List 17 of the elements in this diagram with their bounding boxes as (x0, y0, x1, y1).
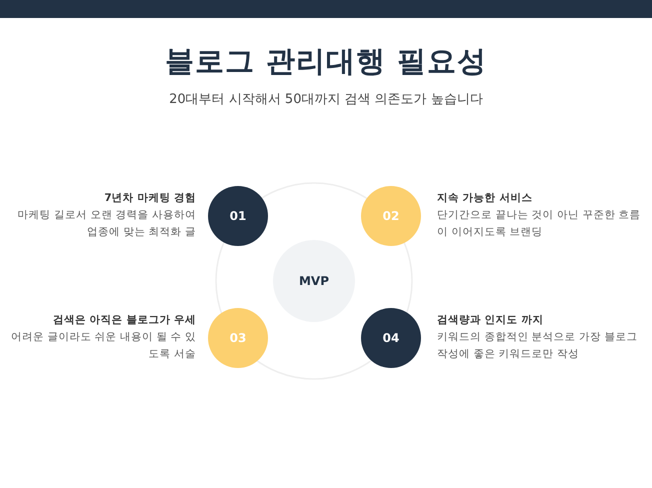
item-description: 어려운 글이라도 쉬운 내용이 될 수 있도록 서술 (10, 330, 196, 362)
step-circle (208, 308, 268, 368)
circle-label: 01 (230, 209, 246, 223)
subtitle: 20대부터 시작해서 50대까지 검색 의존도가 높습니다 (168, 91, 484, 108)
item-description: 마케팅 길로서 오랜 경력을 사용하여 업종에 맞는 최적화 글 (16, 208, 196, 240)
item-heading: 7년차 마케팅 경험 (103, 191, 196, 206)
step-circle (361, 308, 421, 368)
title: 블로그 관리대행 필요성 (164, 43, 488, 80)
item-description: 단기간으로 끝나는 것이 아닌 꾸준한 흐름이 이어지도록 브랜딩 (437, 208, 642, 240)
circle-label: 02 (382, 209, 400, 223)
item-heading: 검색량과 인지도 까지 (437, 313, 544, 328)
item-heading: 지속 가능한 서비스 (437, 191, 534, 206)
item-description: 키워드의 종합적인 분석으로 가장 블로그 작성에 좋은 키워드로만 작성 (437, 330, 638, 362)
circle-label: 04 (382, 331, 400, 345)
circle-label: 03 (230, 331, 246, 345)
circle-label: MVP (298, 274, 330, 288)
item-heading: 검색은 아직은 블로그가 우세 (52, 313, 196, 328)
